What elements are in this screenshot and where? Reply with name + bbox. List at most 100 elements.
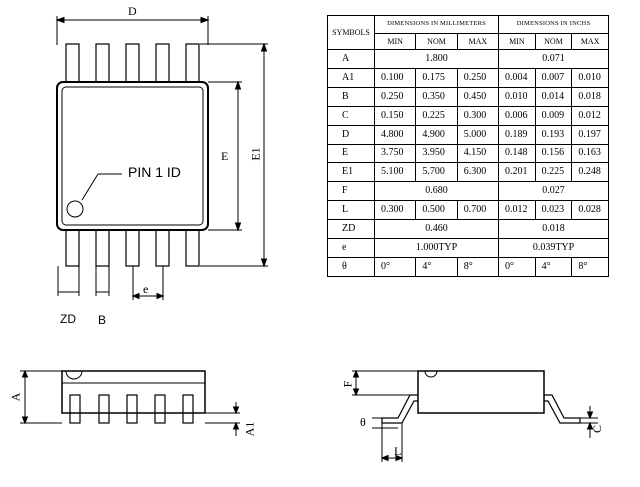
- mm-value-cell: 0.225: [415, 105, 458, 126]
- symbol-cell: θ: [327, 256, 375, 278]
- mm-nom-cell: 1.000TYP: [373, 238, 500, 258]
- symbol-cell: L: [327, 200, 375, 221]
- in-value-cell: 0.007: [534, 67, 573, 88]
- label-a: A: [8, 392, 23, 402]
- in-value-cell: 0°: [498, 256, 536, 278]
- in-value-cell: 0.197: [571, 124, 609, 145]
- pin1-id-label: PIN 1 ID: [128, 164, 181, 180]
- symbol-cell: e: [327, 238, 375, 258]
- mm-value-cell: 0.700: [456, 200, 500, 221]
- symbol-cell: C: [327, 105, 375, 126]
- symbol-cell: E1: [327, 162, 375, 183]
- in-value-cell: 0.010: [571, 67, 609, 88]
- in-value-cell: 0.028: [571, 200, 609, 221]
- mm-value-cell: 5.000: [456, 124, 500, 145]
- label-c: C: [590, 424, 605, 434]
- col-header: MIN: [373, 33, 417, 50]
- mm-value-cell: 4.150: [456, 143, 500, 164]
- in-value-cell: 8°: [571, 256, 609, 278]
- mm-value-cell: 5.100: [373, 162, 417, 183]
- symbol-cell: E: [327, 143, 375, 164]
- label-e-pitch: e: [143, 282, 149, 296]
- end-body: [417, 370, 545, 414]
- symbol-cell: A1: [327, 67, 375, 88]
- label-e: E: [221, 149, 229, 163]
- mm-value-cell: 0.175: [415, 67, 458, 88]
- in-value-cell: 0.201: [498, 162, 536, 183]
- mm-value-cell: 0.350: [415, 86, 458, 107]
- label-theta: θ: [360, 415, 366, 429]
- mm-value-cell: 0.100: [373, 67, 417, 88]
- col-header: MAX: [571, 33, 609, 50]
- mm-value-cell: 4°: [415, 256, 458, 278]
- mm-value-cell: 3.750: [373, 143, 417, 164]
- mm-nom-cell: 0.460: [373, 219, 500, 240]
- mm-value-cell: 0°: [373, 256, 417, 278]
- in-value-cell: 0.023: [534, 200, 573, 221]
- symbols-header: SYMBOLS: [327, 15, 375, 50]
- in-value-cell: 0.148: [498, 143, 536, 164]
- mm-nom-cell: 0.680: [373, 181, 500, 202]
- in-value-cell: 0.018: [571, 86, 609, 107]
- in-nom-cell: 0.071: [498, 49, 609, 69]
- in-value-cell: 0.006: [498, 105, 536, 126]
- in-nom-cell: 0.039TYP: [498, 238, 609, 258]
- col-header: NOM: [534, 33, 573, 50]
- col-header: MAX: [456, 33, 500, 50]
- label-l: L: [394, 444, 402, 458]
- in-value-cell: 0.189: [498, 124, 536, 145]
- top-view: [55, 16, 268, 300]
- bottom-leads: [65, 229, 200, 267]
- symbol-cell: F: [327, 181, 375, 202]
- in-value-cell: 0.004: [498, 67, 536, 88]
- mm-header: DIMENSIONS IN MILLIMETERS: [373, 15, 500, 34]
- in-value-cell: 0.225: [534, 162, 573, 183]
- in-value-cell: 0.014: [534, 86, 573, 107]
- mm-value-cell: 6.300: [456, 162, 500, 183]
- mm-value-cell: 0.300: [456, 105, 500, 126]
- mm-nom-cell: 1.800: [373, 49, 500, 69]
- mm-value-cell: 0.250: [373, 86, 417, 107]
- pin1-dot: [66, 200, 84, 218]
- label-b: B: [98, 313, 107, 327]
- label-zd: ZD: [60, 312, 76, 326]
- dimensions-table: SYMBOLS DIMENSIONS IN MILLIMETERS DIMENS…: [327, 15, 609, 278]
- symbol-cell: D: [327, 124, 375, 145]
- symbol-cell: A: [327, 49, 375, 69]
- side-view: [20, 369, 240, 436]
- in-value-cell: 0.012: [571, 105, 609, 126]
- mm-value-cell: 3.950: [415, 143, 458, 164]
- mm-value-cell: 4.800: [373, 124, 417, 145]
- in-nom-cell: 0.018: [498, 219, 609, 240]
- symbol-cell: B: [327, 86, 375, 107]
- in-value-cell: 0.009: [534, 105, 573, 126]
- end-view: [352, 369, 598, 462]
- in-value-cell: 0.163: [571, 143, 609, 164]
- mm-value-cell: 8°: [456, 256, 500, 278]
- col-header: NOM: [415, 33, 458, 50]
- label-f: F: [340, 380, 355, 388]
- in-nom-cell: 0.027: [498, 181, 609, 202]
- in-value-cell: 0.010: [498, 86, 536, 107]
- mm-value-cell: 0.250: [456, 67, 500, 88]
- in-value-cell: 0.012: [498, 200, 536, 221]
- mm-value-cell: 0.300: [373, 200, 417, 221]
- symbol-cell: ZD: [327, 219, 375, 240]
- in-value-cell: 4°: [534, 256, 573, 278]
- inch-header: DIMENSIONS IN INCHS: [498, 15, 609, 34]
- col-header: MIN: [498, 33, 536, 50]
- mm-value-cell: 0.450: [456, 86, 500, 107]
- label-d: D: [128, 4, 137, 18]
